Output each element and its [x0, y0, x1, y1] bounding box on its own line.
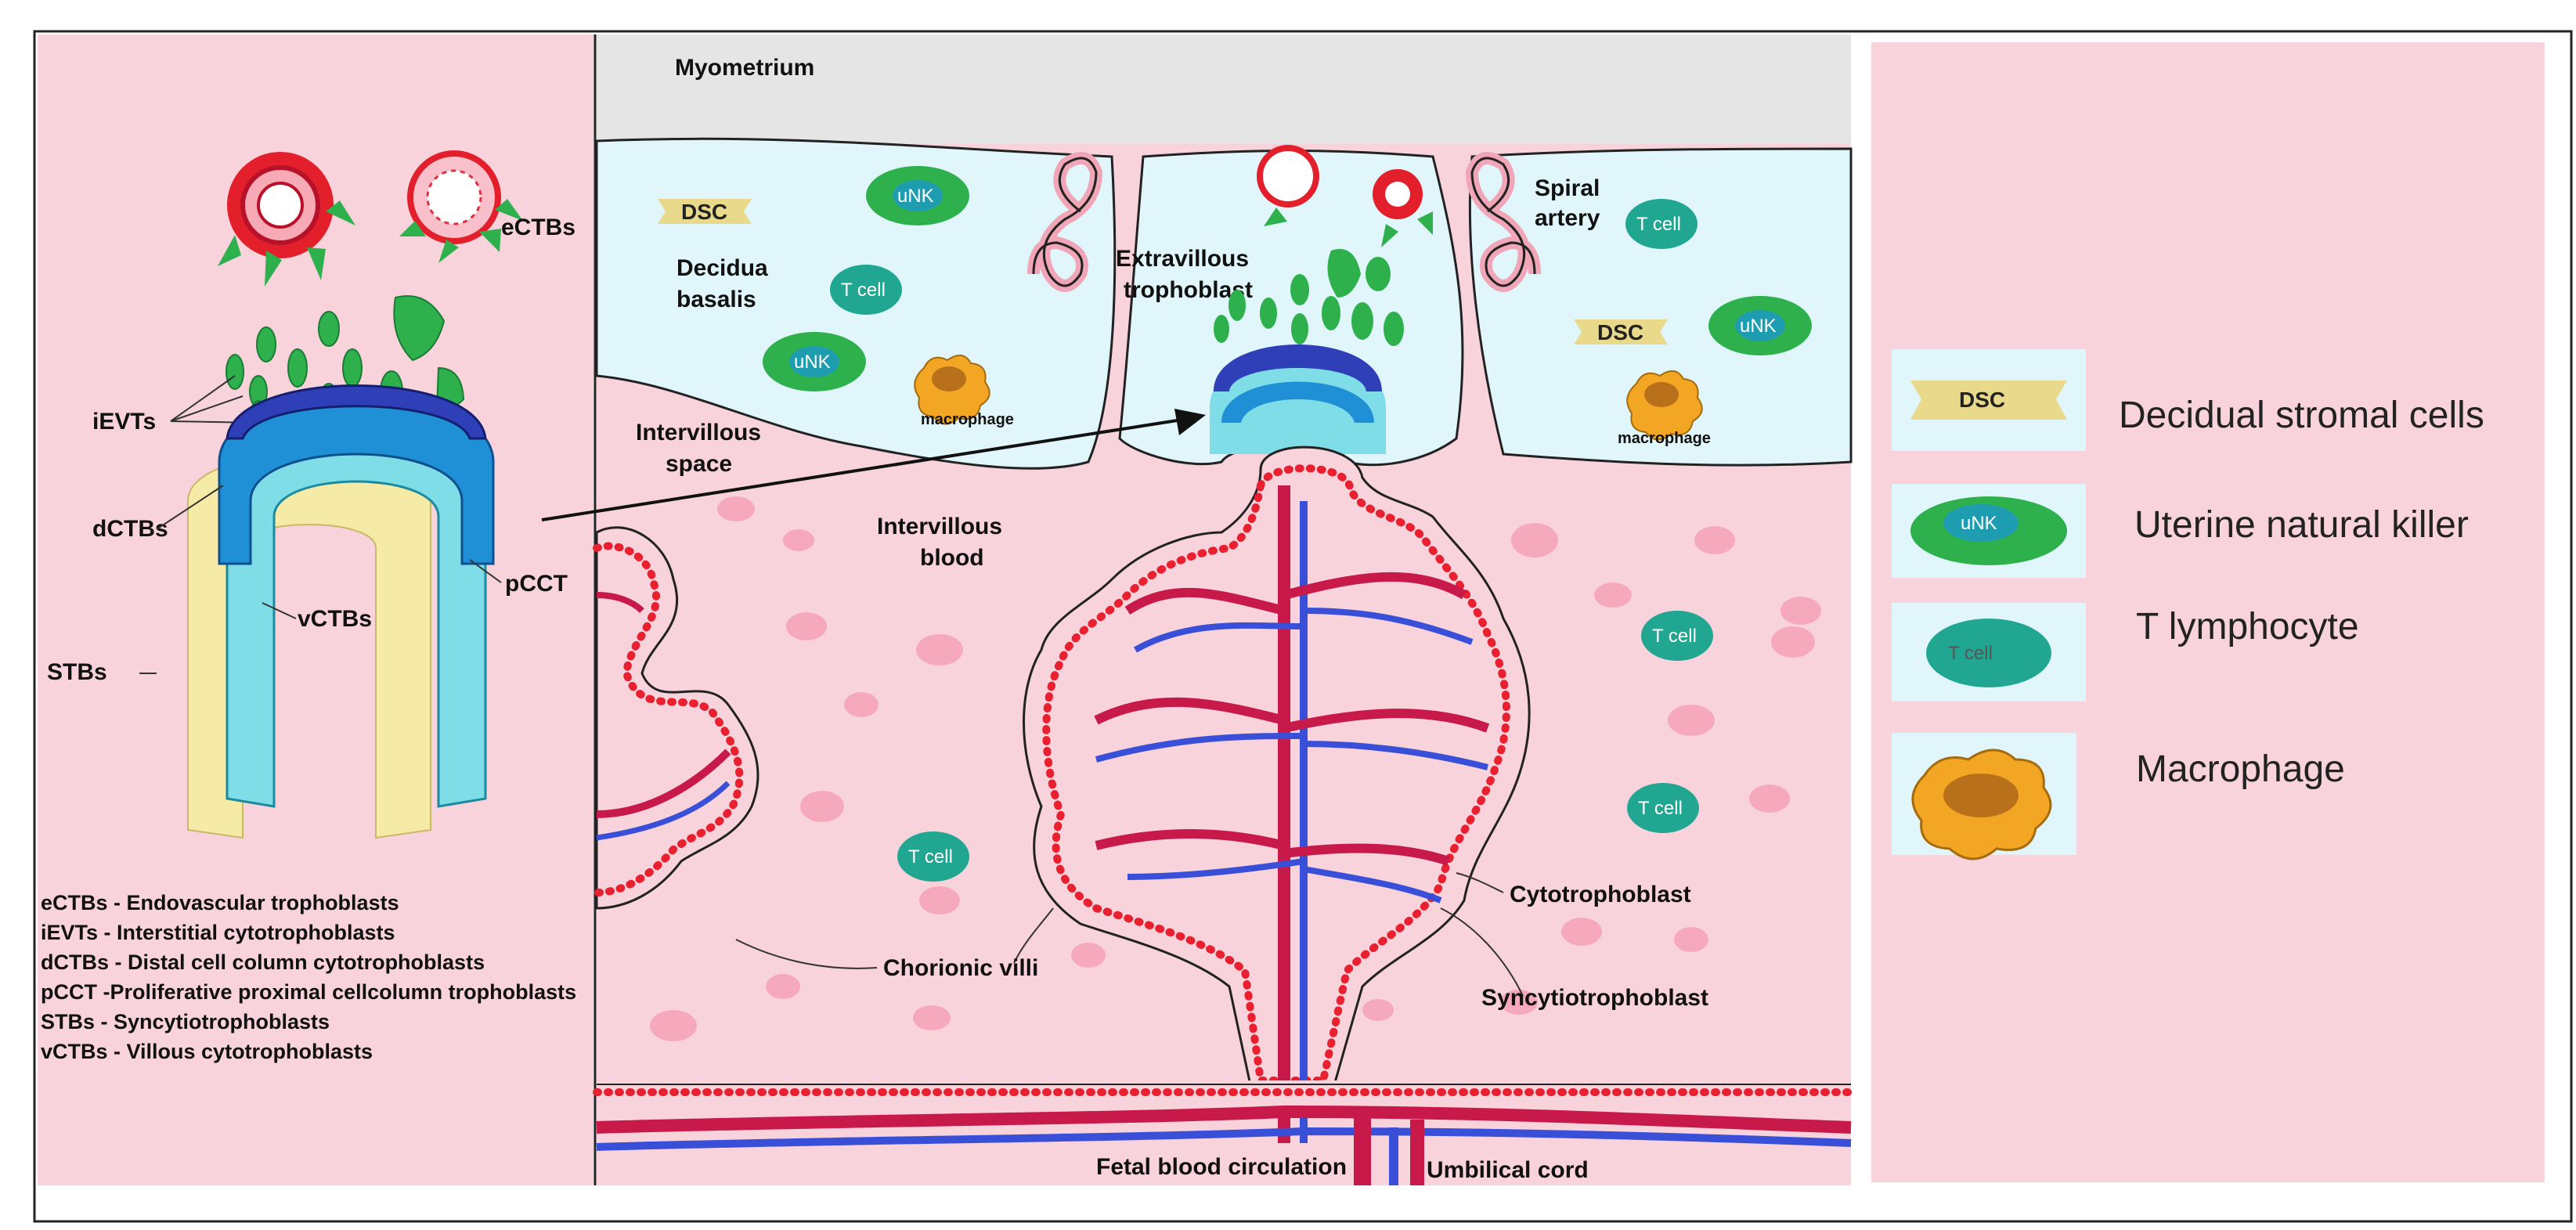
center-panel: Myometrium Decidua basalis Spiral artery…	[541, 34, 1855, 1185]
svg-text:uNK: uNK	[897, 186, 934, 207]
label-cytotrophoblast: Cytotrophoblast	[1510, 882, 1691, 907]
chorionic-plate	[593, 1080, 1855, 1185]
legend-item-tcell: T cell T lymphocyte	[1892, 603, 2359, 702]
label-umbilical-cord: Umbilical cord	[1427, 1157, 1589, 1183]
blood-cells	[650, 496, 1821, 1041]
macrophage-icon: macrophage	[914, 355, 1014, 428]
label-syncytiotrophoblast: Syncytiotrophoblast	[1481, 985, 1708, 1011]
legend-label: Uterine natural killer	[2134, 504, 2469, 546]
svg-text:T cell: T cell	[1636, 214, 1681, 235]
svg-text:T cell: T cell	[1638, 798, 1683, 819]
svg-text:DSC: DSC	[1597, 320, 1643, 344]
label-extravillous-1: Extravillous	[1116, 246, 1249, 272]
legend-panel: DSC Decidual stromal cells uNK Uterine n…	[1871, 42, 2545, 1182]
legend-item-unk: uNK Uterine natural killer	[1892, 484, 2469, 578]
label-intervillous-space-2: space	[666, 451, 732, 477]
label-intervillous-blood-2: blood	[920, 545, 984, 571]
tcell-icon: T cell	[1625, 199, 1697, 249]
abbreviation-item: pCCT -Proliferative proximal cellcolumn …	[41, 980, 576, 1004]
abbreviation-item: STBs - Syncytiotrophoblasts	[41, 1010, 330, 1033]
myometrium-layer	[597, 34, 1851, 144]
unk-cell-icon: uNK	[763, 332, 866, 391]
label-stbs: STBs	[47, 659, 107, 685]
cell-column	[1210, 344, 1386, 454]
dsc-cell-icon: DSC	[658, 199, 752, 224]
chorionic-villus	[593, 526, 759, 910]
dsc-cell-icon: DSC	[1574, 319, 1668, 344]
label-decidua-2: basalis	[676, 287, 756, 312]
vessel-cross-section-icon	[1257, 145, 1319, 207]
left-panel: eCTBs iEVTs	[38, 34, 597, 1185]
unk-cell-icon: uNK	[866, 166, 969, 225]
evt-cells	[1214, 249, 1404, 346]
vessel-cross-section-icon	[399, 150, 523, 263]
tcell-icon: T cell	[830, 265, 902, 315]
label-ievts: iEVTs	[92, 409, 156, 435]
macrophage-icon: macrophage	[1618, 370, 1711, 447]
tcell-icon: T cell	[897, 831, 969, 882]
abbreviation-item: eCTBs - Endovascular trophoblasts	[41, 891, 399, 914]
label-spiral-2: artery	[1535, 205, 1600, 231]
abbreviation-item: iEVTs - Interstitial cytotrophoblasts	[41, 921, 395, 944]
unk-cell-icon: uNK	[1708, 296, 1812, 355]
label-spiral-1: Spiral	[1535, 175, 1600, 201]
svg-text:DSC: DSC	[681, 200, 727, 224]
label-intervillous-blood-1: Intervillous	[877, 514, 1002, 539]
label-myometrium: Myometrium	[675, 55, 814, 81]
legend-item-dsc: DSC Decidual stromal cells	[1892, 349, 2484, 451]
svg-text:T cell: T cell	[1652, 626, 1697, 647]
legend-icon-label: DSC	[1959, 388, 2005, 412]
chorionic-villus	[1023, 445, 1531, 1143]
legend-item-macrophage: Macrophage	[1892, 733, 2345, 860]
pointer-lines	[735, 872, 1524, 997]
label-vctbs: vCTBs	[298, 606, 372, 632]
legend-icon-label: uNK	[1961, 513, 1997, 534]
abbreviation-item: dCTBs - Distal cell column cytotrophobla…	[41, 950, 485, 974]
label-chorionic-villi: Chorionic villi	[883, 955, 1038, 981]
tcell-icon: T cell	[1627, 783, 1699, 833]
svg-text:uNK: uNK	[1740, 316, 1777, 337]
label-intervillous-space-1: Intervillous	[636, 420, 761, 445]
legend-icon-label: T cell	[1948, 643, 1993, 664]
svg-text:uNK: uNK	[794, 352, 831, 373]
legend-label: Decidual stromal cells	[2119, 395, 2484, 436]
svg-text:macrophage: macrophage	[1618, 430, 1711, 447]
label-pcct: pCCT	[505, 571, 568, 597]
arrow-connector	[541, 409, 1206, 521]
svg-text:T cell: T cell	[908, 846, 953, 867]
tcell-icon: T cell	[1641, 611, 1713, 661]
abbreviation-item: vCTBs - Villous cytotrophoblasts	[41, 1040, 373, 1063]
svg-text:macrophage: macrophage	[921, 411, 1014, 428]
svg-text:T cell: T cell	[841, 280, 886, 301]
legend-label: Macrophage	[2136, 748, 2345, 790]
label-ectbs: eCTBs	[501, 215, 575, 240]
abbreviation-list: eCTBs - Endovascular trophoblasts iEVTs …	[41, 891, 576, 1063]
label-dctbs: dCTBs	[92, 516, 168, 542]
spiral-artery-icon	[1027, 152, 1541, 292]
label-decidua-1: Decidua	[676, 255, 768, 281]
label-fetal-blood: Fetal blood circulation	[1096, 1154, 1347, 1180]
vessel-cross-section-icon	[218, 152, 355, 287]
legend-label: T lymphocyte	[2136, 606, 2359, 647]
